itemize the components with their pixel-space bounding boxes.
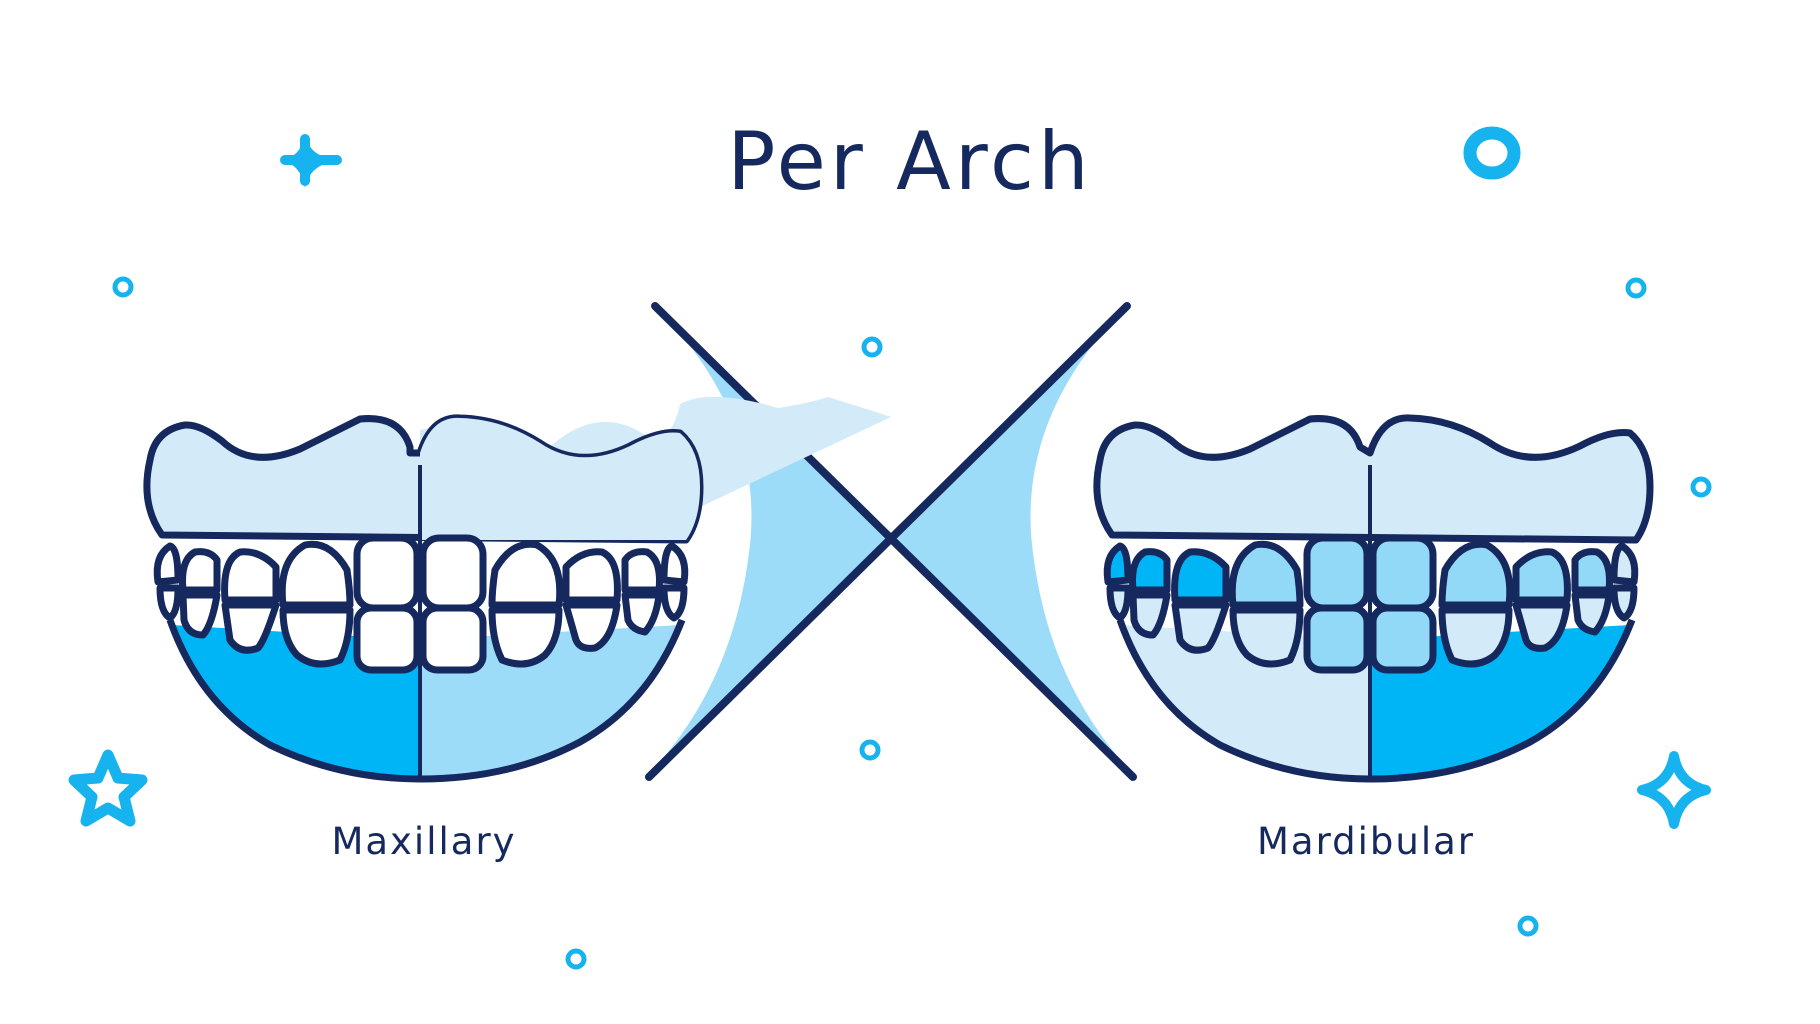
center-x-symbol [645,302,1137,781]
mandibular-label: Mardibular [1256,820,1476,863]
mandibular-arch [1093,414,1654,783]
ring-icon [1463,126,1521,180]
star-icon [68,749,148,827]
maxillary-label: Maxillary [331,820,517,863]
dot-circle-icon [112,276,1712,970]
four-point-star-icon [1637,751,1711,829]
plus-sparkle-icon [280,134,342,188]
page-title: Per Arch [727,115,1093,208]
maxillary-arch [143,396,891,783]
